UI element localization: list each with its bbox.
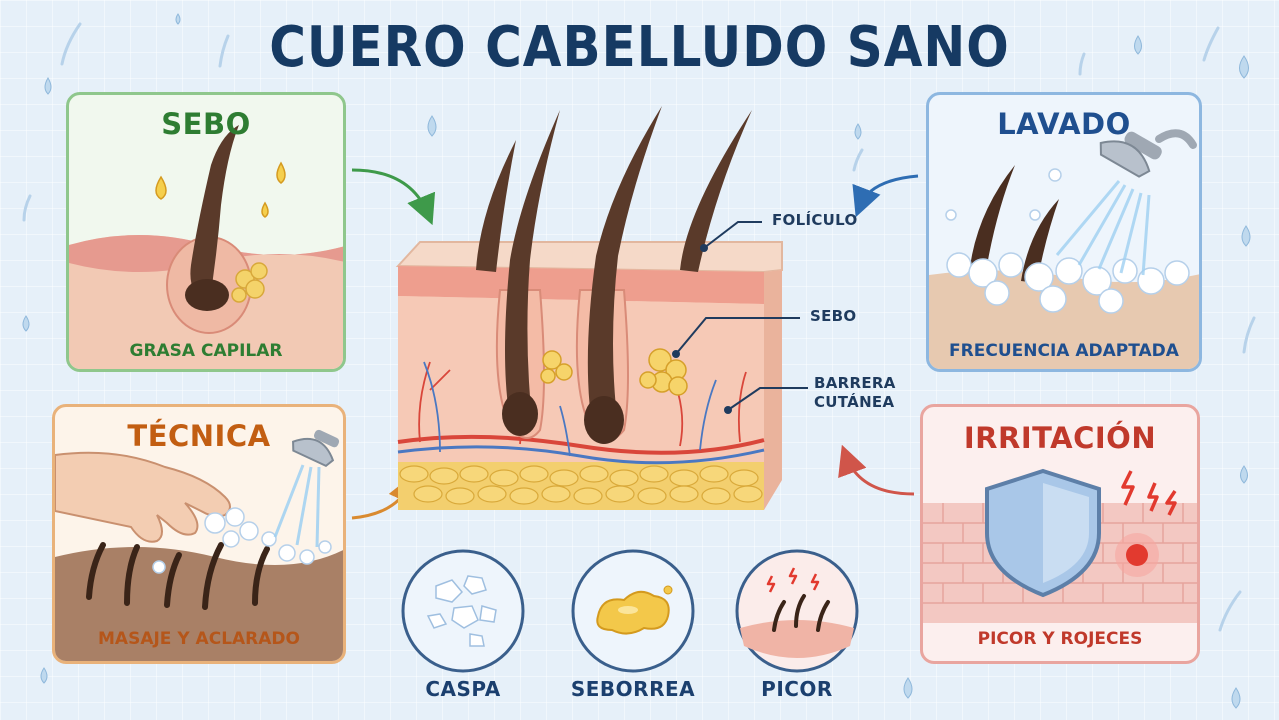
card-irritacion-title: IRRITACIÓN	[963, 421, 1157, 455]
condition-caspa-label: CASPA	[425, 677, 501, 701]
card-irritacion-subtitle: PICOR Y ROJECES	[977, 629, 1143, 649]
sebo-illustration	[69, 125, 343, 369]
callout-barrera: BARRERA CUTÁNEA	[814, 374, 896, 412]
callout-sebo: SEBO	[810, 307, 857, 325]
callout-foliculo: FOLÍCULO	[772, 211, 858, 229]
card-sebo-subtitle: GRASA CAPILAR	[129, 341, 283, 361]
condition-seborrea-label: SEBORREA	[570, 677, 696, 701]
condition-picor-label: PICOR	[761, 677, 833, 701]
callout-barrera-line2: CUTÁNEA	[814, 393, 895, 411]
card-irritacion: IRRITACIÓN PICOR Y ROJECES	[920, 404, 1200, 664]
scalp-cross-section	[395, 106, 783, 510]
card-tecnica-subtitle: MASAJE Y ACLARADO	[98, 629, 300, 649]
card-lavado-title: LAVADO	[997, 107, 1131, 141]
card-lavado-subtitle: FRECUENCIA ADAPTADA	[949, 341, 1179, 361]
irritacion-illustration	[923, 468, 1197, 623]
card-sebo-title: SEBO	[161, 107, 251, 141]
card-lavado: LAVADO FRECUENCIA ADAPTADA	[926, 92, 1202, 372]
card-tecnica: TÉCNICA MASAJE Y ACLARADO	[52, 404, 346, 664]
tecnica-illustration	[55, 429, 343, 661]
condition-seborrea-icon	[571, 549, 695, 673]
page-title: CUERO CABELLUDO SANO	[269, 14, 1010, 80]
condition-caspa-icon	[401, 549, 525, 673]
card-sebo: SEBO GRASA CAPILAR	[66, 92, 346, 372]
lavado-illustration	[929, 129, 1199, 369]
callout-barrera-line1: BARRERA	[814, 374, 896, 392]
condition-picor-icon	[735, 549, 859, 673]
card-tecnica-title: TÉCNICA	[127, 419, 271, 453]
